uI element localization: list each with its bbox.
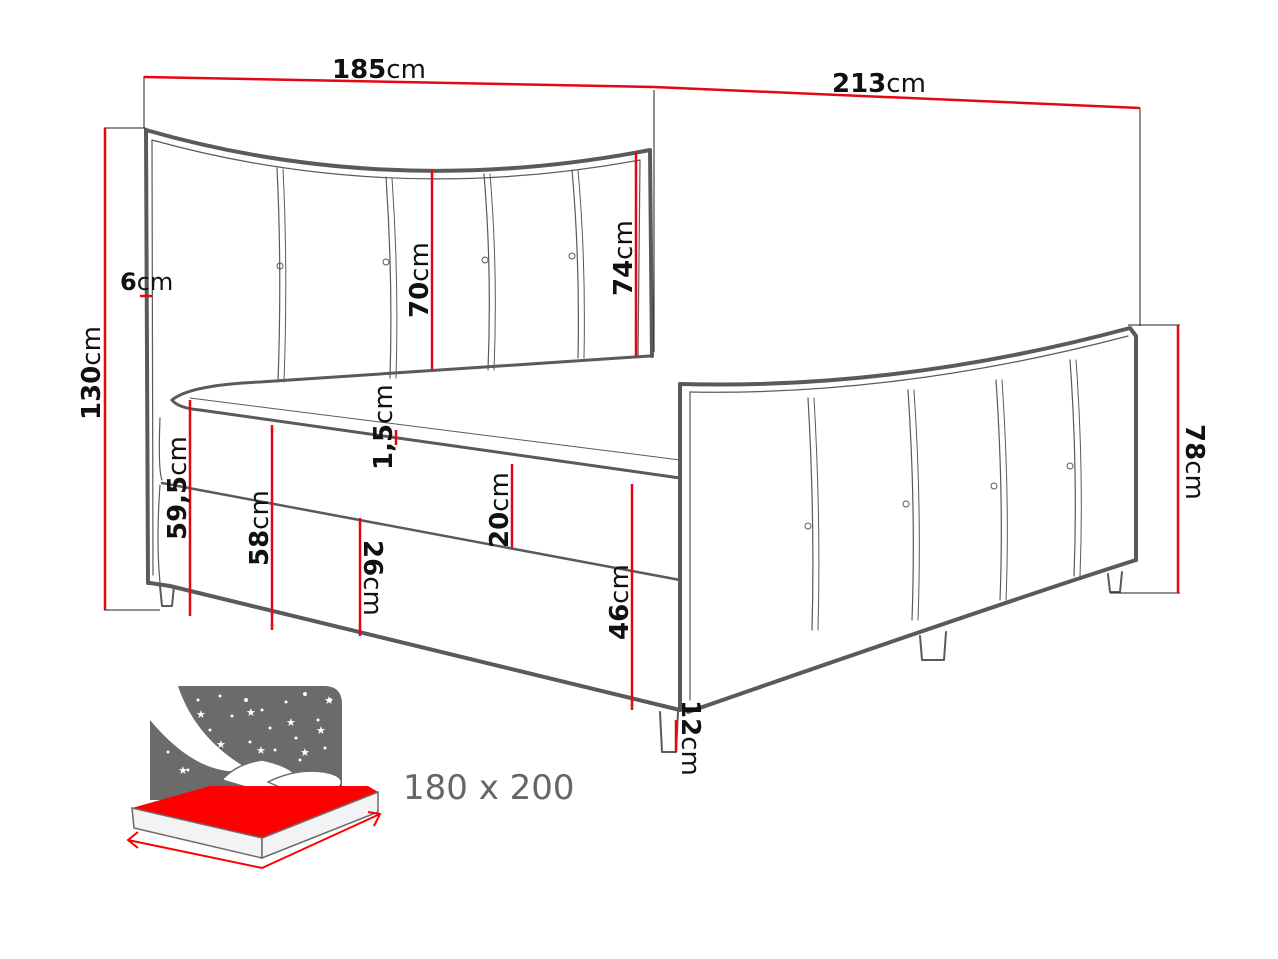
svg-text:★: ★ bbox=[256, 744, 266, 757]
label-mattress-top: 58cm bbox=[245, 490, 275, 566]
label-headboard-height: 130cm bbox=[77, 326, 107, 420]
label-sleep-height: 59,5cm bbox=[163, 436, 193, 540]
svg-text:★: ★ bbox=[324, 694, 334, 707]
dimension-lines bbox=[103, 75, 1180, 752]
extension-lines bbox=[104, 76, 1180, 611]
label-length: 213cm bbox=[832, 69, 926, 99]
svg-text:★: ★ bbox=[286, 716, 296, 729]
label-panel-side: 74cm bbox=[609, 220, 639, 296]
dim-line-length bbox=[653, 85, 1141, 110]
label-panel-center: 70cm bbox=[405, 242, 435, 318]
label-footboard-height: 78cm bbox=[1179, 424, 1209, 500]
label-width: 185cm bbox=[332, 55, 426, 85]
label-topper: 1,5cm bbox=[369, 384, 399, 470]
svg-text:★: ★ bbox=[196, 708, 206, 721]
svg-text:★: ★ bbox=[178, 764, 188, 777]
dim-line-width bbox=[143, 75, 655, 89]
label-headboard-thickness: 6cm bbox=[120, 268, 173, 296]
svg-text:★: ★ bbox=[246, 706, 256, 719]
bed-outline bbox=[144, 128, 1138, 753]
svg-text:★: ★ bbox=[216, 738, 226, 751]
sleeping-area-size: 180 x 200 bbox=[403, 768, 575, 808]
svg-text:★: ★ bbox=[300, 746, 310, 759]
label-leg-height: 12cm bbox=[675, 700, 705, 776]
svg-text:★: ★ bbox=[316, 724, 326, 737]
label-base-height: 46cm bbox=[605, 564, 635, 640]
label-mattress: 20cm bbox=[485, 472, 515, 548]
bed-with-stars-icon: ★ ★ ★ ★ ★ ★ ★ ★ ★ bbox=[126, 686, 382, 870]
label-base-box: 26cm bbox=[357, 540, 387, 616]
